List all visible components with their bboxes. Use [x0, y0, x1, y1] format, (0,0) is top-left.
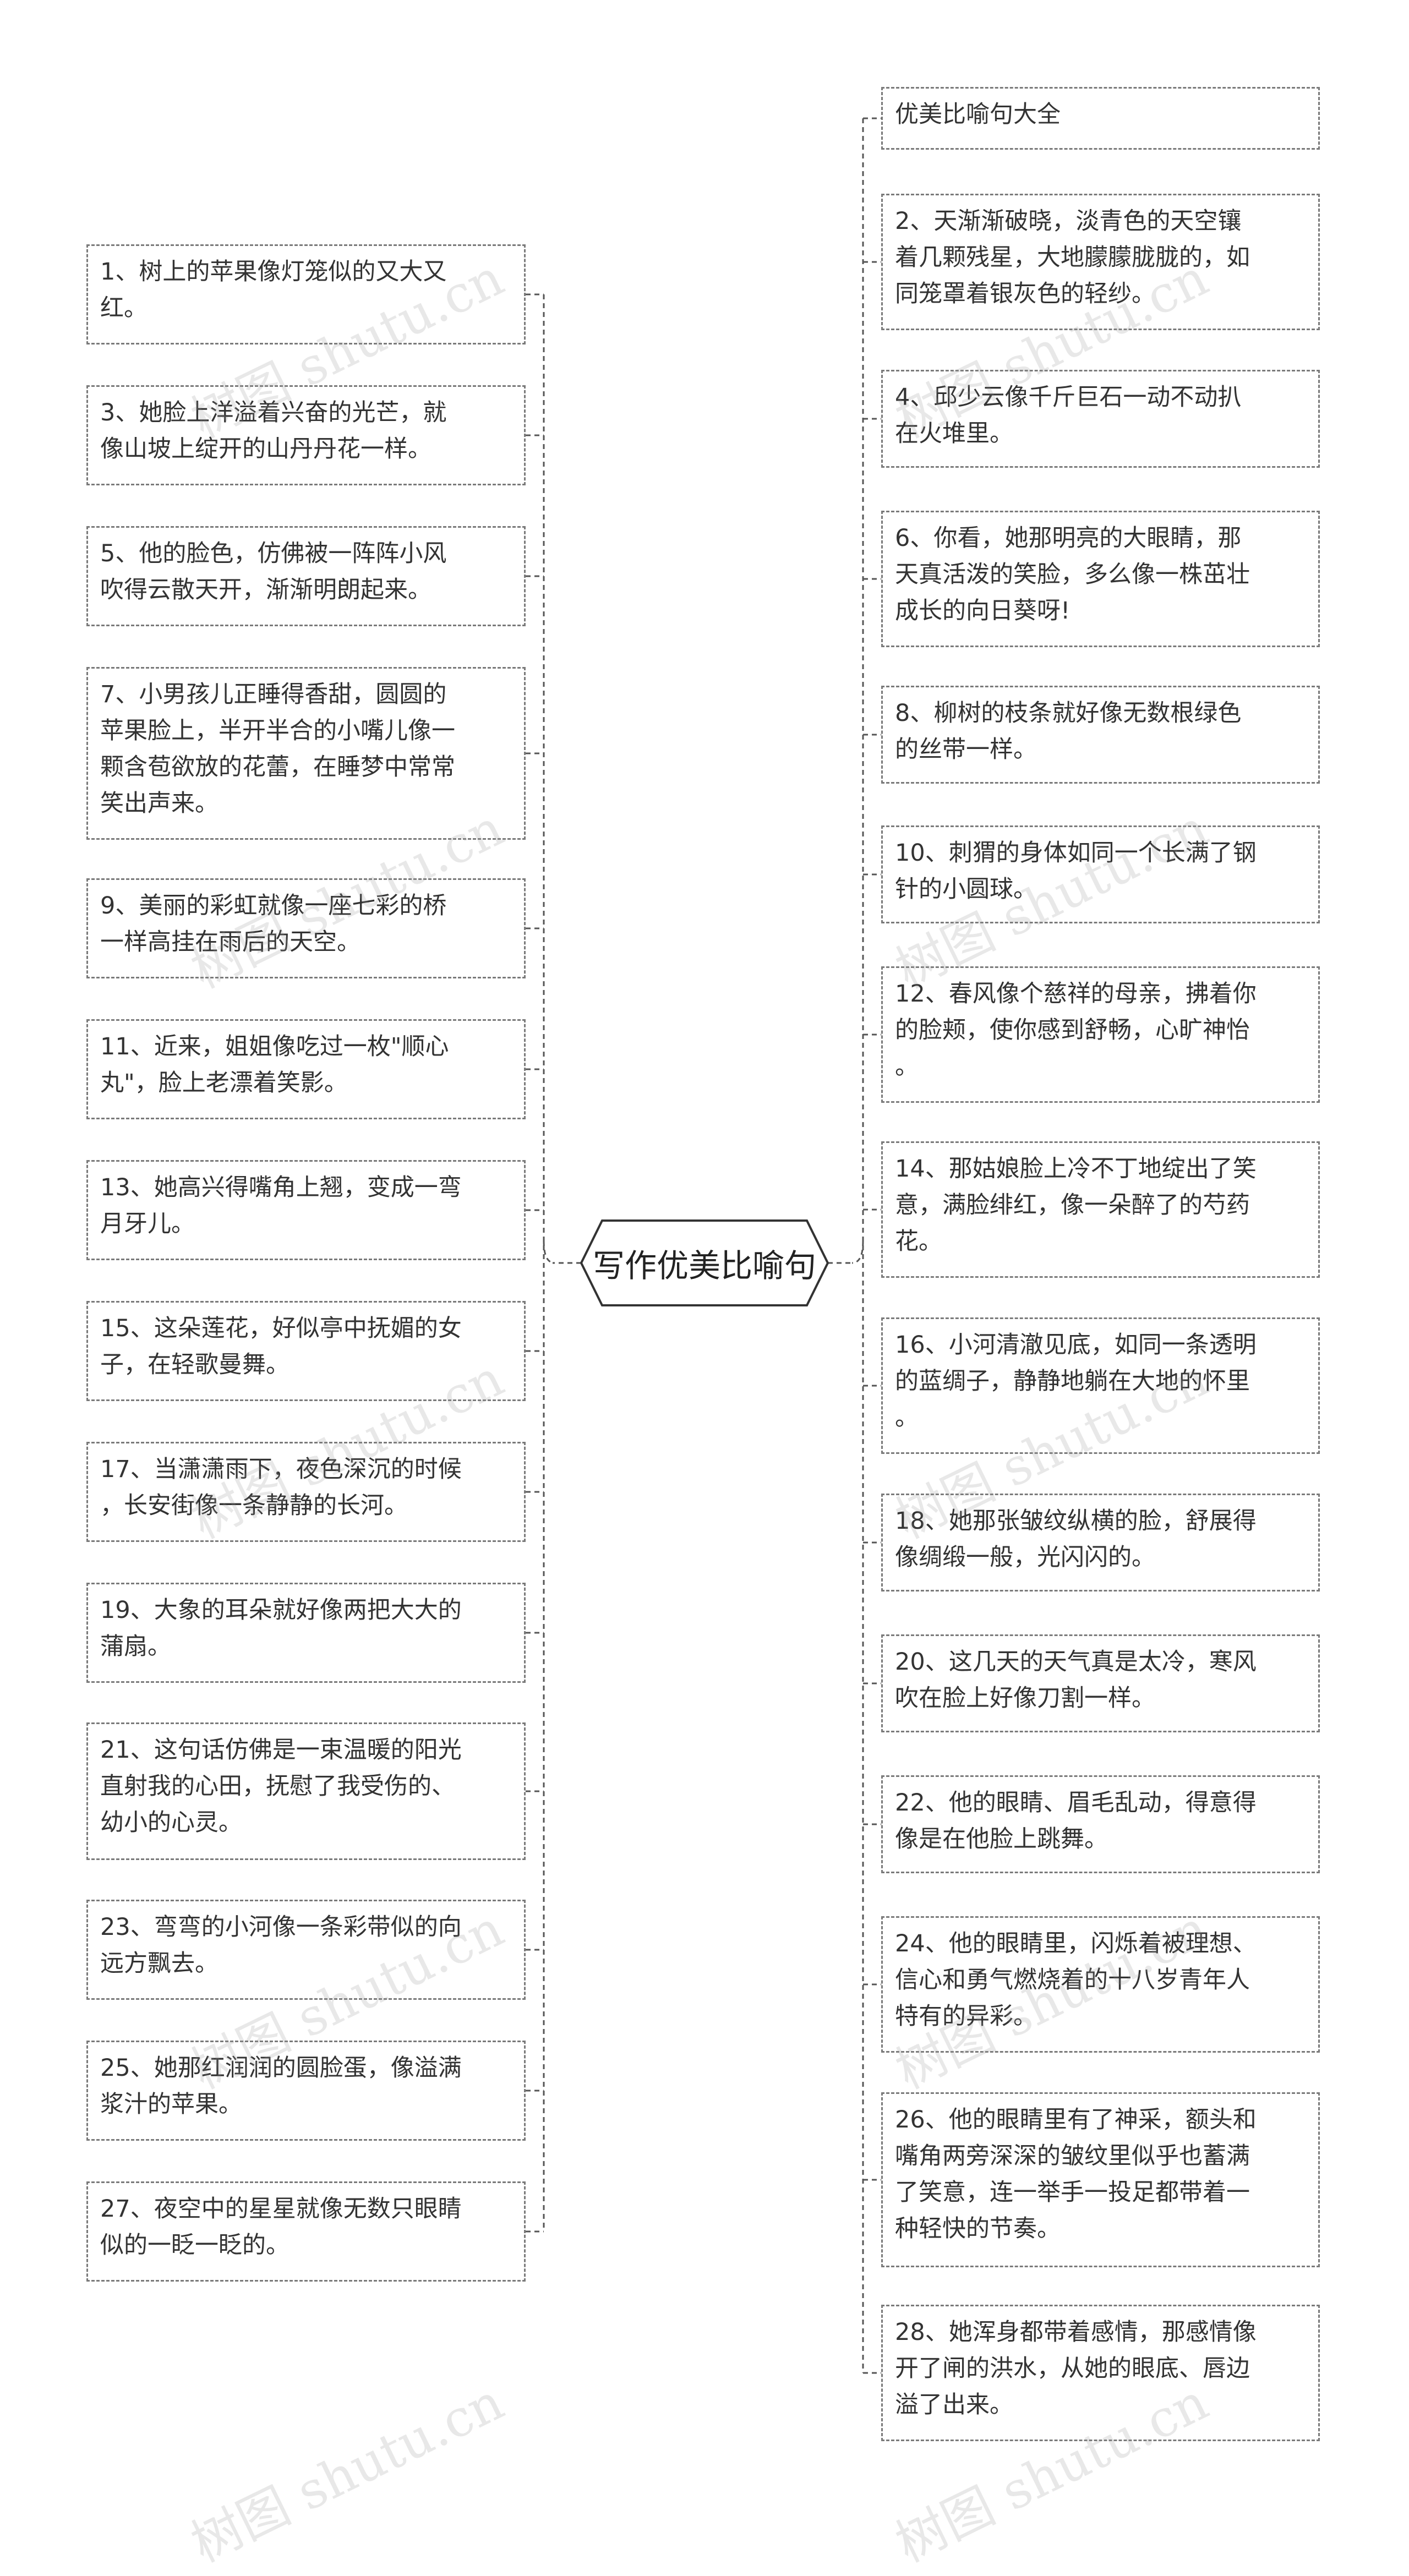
right-branch-node[interactable]: 18、她那张皱纹纵横的脸，舒展得 像绸缎一般，光闪闪的。	[881, 1494, 1320, 1591]
right-branch-node[interactable]: 4、邱少云像千斤巨石一动不动扒 在火堆里。	[881, 370, 1320, 468]
right-branch-node[interactable]: 28、她浑身都带着感情，那感情像 开了闸的洪水，从她的眼底、唇边 溢了出来。	[881, 2305, 1320, 2441]
left-branch-node[interactable]: 13、她高兴得嘴角上翘，变成一弯 月牙儿。	[86, 1160, 526, 1260]
root-node-frame	[580, 1219, 829, 1306]
right-branch-node[interactable]: 20、这几天的天气真是太冷，寒风 吹在脸上好像刀割一样。	[881, 1634, 1320, 1732]
left-branch-node[interactable]: 21、这句话仿佛是一束温暖的阳光 直射我的心田，抚慰了我受伤的、 幼小的心灵。	[86, 1722, 526, 1860]
right-branch-node[interactable]: 24、他的眼睛里，闪烁着被理想、 信心和勇气燃烧着的十八岁青年人 特有的异彩。	[881, 1916, 1320, 2053]
right-branch-node[interactable]: 10、刺猬的身体如同一个长满了钢 针的小圆球。	[881, 825, 1320, 923]
right-branch-node[interactable]: 8、柳树的枝条就好像无数根绿色 的丝带一样。	[881, 686, 1320, 784]
left-branch-node[interactable]: 25、她那红润润的圆脸蛋，像溢满 浆汁的苹果。	[86, 2041, 526, 2141]
left-branch-node[interactable]: 11、近来，姐姐像吃过一枚"顺心 丸"，脸上老漂着笑影。	[86, 1019, 526, 1119]
left-branch-node[interactable]: 5、他的脸色，仿佛被一阵阵小风 吹得云散天开，渐渐明朗起来。	[86, 526, 526, 626]
right-branch-node[interactable]: 14、那姑娘脸上冷不丁地绽出了笑 意，满脸绯红，像一朵醉了的芍药 花。	[881, 1141, 1320, 1278]
root-node[interactable]: 写作优美比喻句	[567, 1218, 842, 1308]
left-branch-node[interactable]: 17、当潇潇雨下，夜色深沉的时候 ，长安街像一条静静的长河。	[86, 1442, 526, 1542]
left-branch-node[interactable]: 9、美丽的彩虹就像一座七彩的桥 一样高挂在雨后的天空。	[86, 878, 526, 978]
connector-line	[851, 1240, 864, 1264]
right-branch-node[interactable]: 26、他的眼睛里有了神采，额头和 嘴角两旁深深的皱纹里似乎也蓄满 了笑意，连一举…	[881, 2092, 1320, 2267]
right-branch-node[interactable]: 12、春风像个慈祥的母亲，拂着你 的脸颊，使你感到舒畅，心旷神怡 。	[881, 966, 1320, 1103]
left-branch-node[interactable]: 3、她脸上洋溢着兴奋的光芒，就 像山坡上绽开的山丹丹花一样。	[86, 385, 526, 485]
left-branch-node[interactable]: 7、小男孩儿正睡得香甜，圆圆的 苹果脸上，半开半合的小嘴儿像一 颗含苞欲放的花蕾…	[86, 667, 526, 840]
right-branch-node[interactable]: 16、小河清澈见底，如同一条透明 的蓝绸子，静静地躺在大地的怀里 。	[881, 1317, 1320, 1454]
left-branch-node[interactable]: 15、这朵莲花，好似亭中抚媚的女 子，在轻歌曼舞。	[86, 1301, 526, 1401]
right-branch-node[interactable]: 6、你看，她那明亮的大眼睛，那 天真活泼的笑脸，多么像一株茁壮 成长的向日葵呀!	[881, 511, 1320, 647]
left-branch-node[interactable]: 1、树上的苹果像灯笼似的又大又 红。	[86, 244, 526, 344]
root-node-label: 写作优美比喻句	[592, 1247, 816, 1284]
left-branch-node[interactable]: 27、夜空中的星星就像无数只眼睛 似的一眨一眨的。	[86, 2181, 526, 2282]
right-branch-node[interactable]: 22、他的眼睛、眉毛乱动，得意得 像是在他脸上跳舞。	[881, 1775, 1320, 1873]
right-branch-node[interactable]: 优美比喻句大全	[881, 87, 1320, 150]
left-branch-node[interactable]: 23、弯弯的小河像一条彩带似的向 远方飘去。	[86, 1900, 526, 2000]
right-branch-node[interactable]: 2、天渐渐破晓，淡青色的天空镶 着几颗残星，大地朦朦胧胧的，如 同笼罩着银灰色的…	[881, 194, 1320, 330]
connector-line	[543, 1240, 555, 1264]
left-branch-node[interactable]: 19、大象的耳朵就好像两把大大的 蒲扇。	[86, 1583, 526, 1683]
